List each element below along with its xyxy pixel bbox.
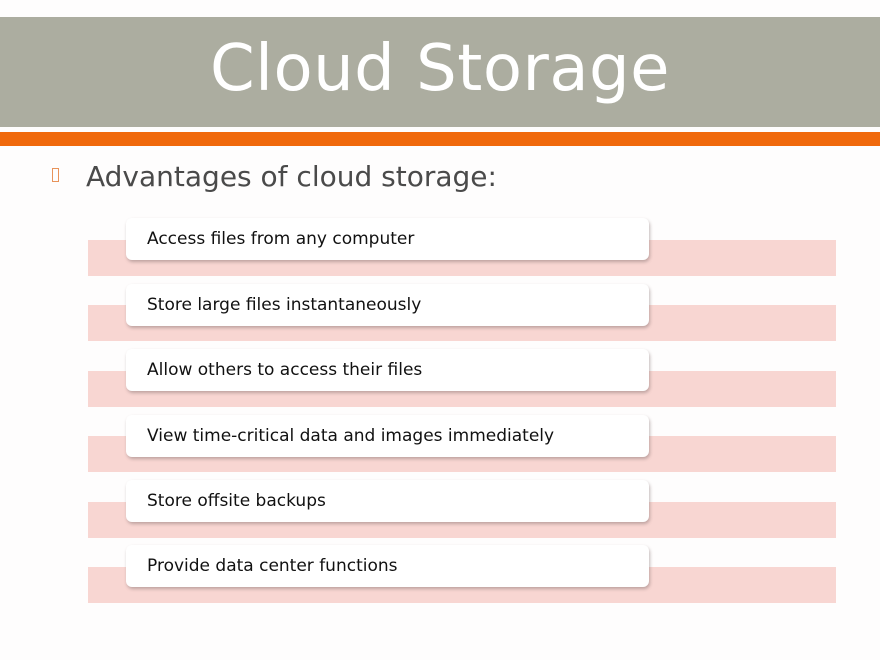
list-item-text: View time-critical data and images immed… (147, 426, 555, 446)
accent-divider (0, 132, 880, 146)
bullet-heading: Advantages of cloud storage: (52, 160, 497, 193)
slide-title: Cloud Storage (209, 32, 671, 106)
title-bar: Cloud Storage (0, 17, 880, 127)
list-item: Store large files instantaneously (126, 284, 649, 326)
list-item: View time-critical data and images immed… (126, 415, 649, 457)
list-item-text: Provide data center functions (147, 556, 398, 576)
bullet-heading-text: Advantages of cloud storage: (86, 160, 497, 193)
list-item-text: Store offsite backups (147, 491, 326, 511)
list-item: Provide data center functions (126, 545, 649, 587)
list-item-text: Allow others to access their files (147, 360, 423, 380)
list-item: Store offsite backups (126, 480, 649, 522)
bullet-icon (52, 167, 59, 182)
list-item: Access files from any computer (126, 218, 649, 260)
list-item-text: Access files from any computer (147, 229, 415, 249)
list-item-text: Store large files instantaneously (147, 295, 422, 315)
list-item: Allow others to access their files (126, 349, 649, 391)
